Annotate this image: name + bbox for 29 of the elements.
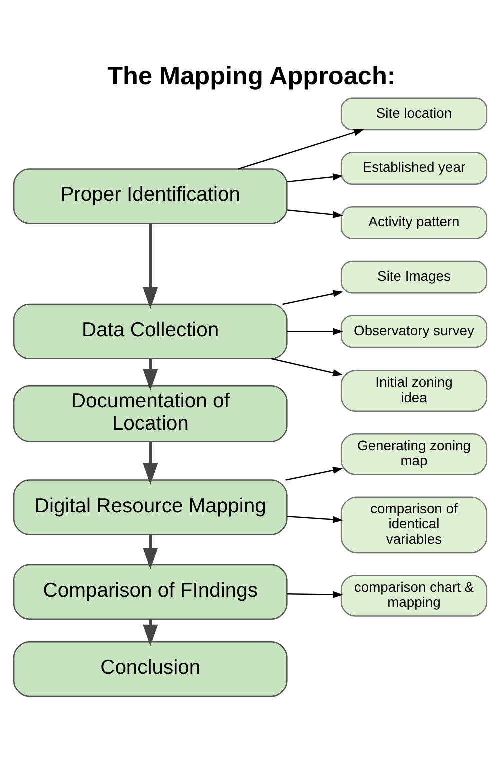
- node-box: Digital Resource Mapping: [12, 480, 288, 536]
- arrow: [142, 442, 158, 485]
- node-box: Documentation of Location: [12, 385, 288, 442]
- arrow: [286, 328, 343, 336]
- arrow: [142, 534, 158, 570]
- node-box: Site location: [340, 98, 488, 131]
- node-box: Comparison of FIndings: [12, 564, 288, 620]
- node-box: Generating zoning map: [340, 434, 488, 476]
- arrow: [142, 224, 158, 310]
- node-box: Activity pattern: [340, 206, 488, 240]
- diagram-title: The Mapping Approach:: [107, 62, 396, 91]
- node-box: Established year: [340, 152, 488, 186]
- arrow: [270, 358, 343, 376]
- arrow: [286, 174, 343, 183]
- arrow: [142, 359, 158, 391]
- node-box: Observatory survey: [340, 315, 488, 348]
- node-box: Proper Identification: [12, 168, 288, 224]
- arrow: [282, 290, 343, 306]
- node-box: comparison chart & mapping: [340, 575, 488, 617]
- arrow: [286, 210, 343, 218]
- node-box: Initial zoning idea: [340, 370, 488, 412]
- arrow: [286, 591, 343, 598]
- node-box: Conclusion: [12, 642, 288, 698]
- node-box: Site Images: [340, 260, 488, 294]
- node-box: comparison of identical variables: [340, 496, 488, 554]
- node-box: Data Collection: [12, 304, 288, 360]
- arrow: [238, 129, 364, 170]
- arrow: [285, 467, 343, 481]
- arrow: [286, 516, 343, 524]
